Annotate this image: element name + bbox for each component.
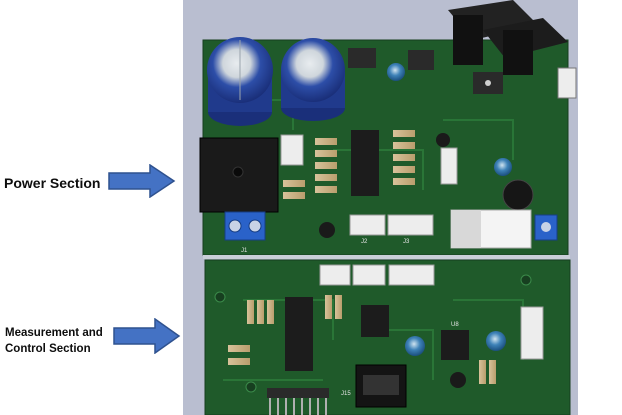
small-cap-3 bbox=[405, 336, 425, 356]
measurement-control-label: Measurement and Control Section bbox=[5, 325, 103, 357]
connector-top-right bbox=[557, 67, 577, 99]
black-capacitor bbox=[502, 179, 534, 211]
connector-lower-3 bbox=[388, 264, 435, 286]
regulator-2 bbox=[408, 50, 434, 70]
ic-upper bbox=[351, 130, 379, 196]
resistors-upper bbox=[283, 130, 415, 199]
ic-lower-2 bbox=[361, 305, 389, 337]
transistor-3 bbox=[436, 133, 450, 147]
measurement-label-line2: Control Section bbox=[5, 343, 91, 355]
small-cap-1 bbox=[387, 63, 405, 81]
connector-lower-1 bbox=[319, 264, 351, 286]
terminal-block-j1 bbox=[224, 211, 266, 241]
mounting-hole bbox=[214, 291, 226, 303]
connector-right-vertical bbox=[520, 306, 544, 360]
connector-upper-left bbox=[280, 134, 304, 166]
power-section-arrow bbox=[108, 164, 176, 198]
silkscreen-j1: J1 bbox=[241, 248, 248, 254]
regulator-u8 bbox=[441, 330, 469, 360]
power-section-label: Power Section bbox=[4, 175, 101, 191]
transistor-1 bbox=[319, 222, 335, 238]
big-capacitor-2 bbox=[281, 38, 345, 121]
resistors-lower bbox=[228, 295, 496, 384]
pin-header-bottom bbox=[267, 388, 329, 415]
silkscreen-j2: J2 bbox=[361, 239, 368, 245]
heatsink-transistors bbox=[448, 0, 568, 75]
connector-lower-2 bbox=[352, 264, 386, 286]
connector-j3 bbox=[387, 214, 434, 236]
regulator-1 bbox=[348, 48, 376, 68]
transistor-2 bbox=[450, 372, 466, 388]
measurement-label-line1: Measurement and bbox=[5, 327, 103, 339]
connector-vertical bbox=[440, 147, 458, 185]
big-capacitor-1 bbox=[207, 37, 273, 126]
silkscreen-j15: J15 bbox=[341, 391, 351, 397]
ic-lower-1 bbox=[285, 297, 313, 371]
connector-j2 bbox=[349, 214, 386, 236]
silkscreen-u8: U8 bbox=[451, 322, 459, 328]
small-cap-4 bbox=[486, 331, 506, 351]
small-cap-2 bbox=[494, 158, 512, 176]
pcb-render: J1 U8 bbox=[183, 0, 578, 415]
measurement-section-arrow bbox=[113, 318, 181, 354]
silkscreen-j3: J3 bbox=[403, 239, 410, 245]
